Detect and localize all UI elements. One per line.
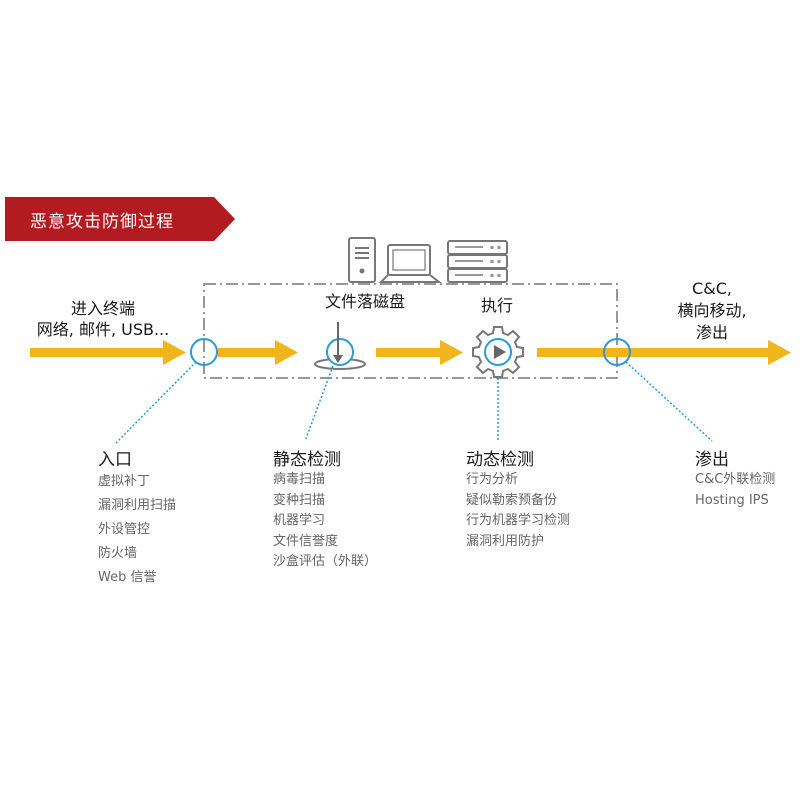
- file-drop-label: 文件落磁盘: [324, 292, 406, 311]
- list-item: 虚拟补丁: [98, 474, 151, 489]
- exit-line: 渗出: [695, 323, 728, 342]
- arrow-to-disk: [218, 348, 277, 357]
- stage-items-static: 病毒扫描 变种扫描 机器学习 文件信誉度 沙盒评估（外联）: [273, 470, 377, 573]
- entry-sub: 网络, 邮件, USB...: [36, 320, 170, 339]
- gear-play-icon: [472, 326, 524, 378]
- stage-items-exfil: C&C外联检测 Hosting IPS: [695, 470, 775, 511]
- desktop-tower-icon: [348, 237, 376, 283]
- list-item: 病毒扫描: [273, 472, 326, 487]
- stage-title-exfil: 渗出: [695, 450, 729, 470]
- entry-title: 进入终端: [70, 299, 136, 318]
- list-item: Web 信誉: [98, 570, 157, 585]
- stage-title-dynamic: 动态检测: [466, 450, 534, 470]
- list-item: 文件信誉度: [273, 533, 339, 549]
- endpoint-boundary: [203, 283, 618, 379]
- list-item: 机器学习: [273, 513, 326, 528]
- arrow-entry: [30, 348, 165, 357]
- exit-line: C&C,: [692, 279, 732, 298]
- stage-items-entry: 虚拟补丁 漏洞利用扫描 外设管控 防火墙 Web 信誉: [98, 470, 176, 590]
- list-item: C&C外联检测: [695, 472, 776, 487]
- flow-arrows: [30, 340, 791, 365]
- server-rack-icon: [447, 240, 508, 283]
- list-item: 行为机器学习检测: [466, 513, 571, 528]
- entry-label: 进入终端 网络, 邮件, USB...: [37, 298, 169, 340]
- exit-label: C&C, 横向移动, 渗出: [677, 278, 746, 344]
- stage-title-static: 静态检测: [273, 450, 341, 470]
- list-item: 外设管控: [98, 522, 151, 537]
- list-item: 防火墙: [98, 546, 138, 561]
- stage-title-entry: 入口: [98, 450, 132, 470]
- banner-shape: [5, 197, 235, 241]
- list-item: 疑似勒索预备份: [466, 492, 558, 508]
- checkpoint-entry: [190, 338, 218, 366]
- disk-drop-icon: [314, 322, 366, 370]
- banner-title: 恶意攻击防御过程: [30, 212, 174, 232]
- leader-lines: [115, 361, 713, 444]
- execute-label: 执行: [480, 296, 514, 315]
- arrow-to-exec: [376, 348, 442, 357]
- stage-items-dynamic: 行为分析 疑似勒索预备份 行为机器学习检测 漏洞利用防护: [466, 470, 570, 552]
- arrow-exit: [537, 348, 770, 357]
- checkpoint-exit: [603, 338, 631, 366]
- list-item: 漏洞利用扫描: [98, 498, 177, 513]
- list-item: 沙盒评估（外联）: [273, 554, 378, 569]
- laptop-icon: [378, 244, 442, 283]
- list-item: 行为分析: [466, 472, 519, 487]
- list-item: 变种扫描: [273, 492, 326, 508]
- list-item: Hosting IPS: [695, 492, 769, 508]
- exit-line: 横向移动,: [677, 301, 747, 320]
- list-item: 漏洞利用防护: [466, 533, 545, 549]
